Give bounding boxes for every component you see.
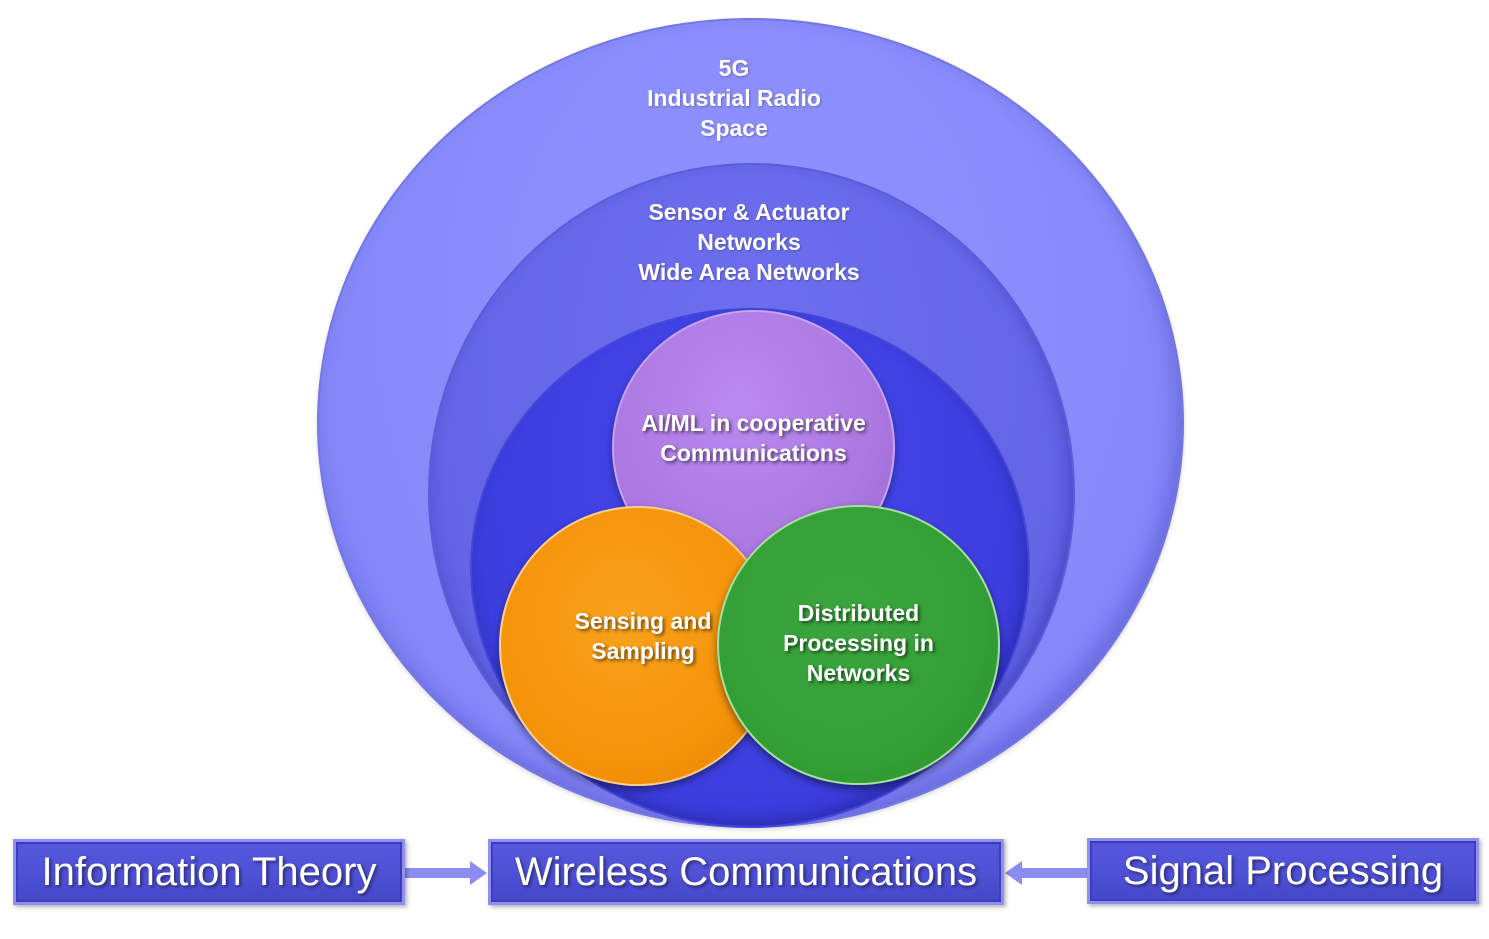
distributed-label-line: Distributed xyxy=(797,599,920,626)
distributed-processing-circle: Distributed Processing in Networks xyxy=(717,505,1000,785)
arrow-signal-to-wireless xyxy=(1005,861,1087,885)
signal-processing-label: Signal Processing xyxy=(1122,849,1444,893)
middle-label-line: Networks xyxy=(697,229,801,255)
sensing-label-line: Sensing and xyxy=(574,608,712,634)
outer-label-line: 5G xyxy=(718,55,750,81)
middle-label-line: Sensor & Actuator xyxy=(648,199,850,225)
arrow-info-to-wireless xyxy=(405,861,487,885)
signal-processing-box: Signal Processing xyxy=(1087,838,1479,904)
wireless-communications-label: Wireless Communications xyxy=(514,850,978,894)
distributed-label: Distributed Processing in Networks xyxy=(783,598,934,693)
sensing-label-line: Sampling xyxy=(591,638,695,664)
outer-circle-label: 5G Industrial Radio Space xyxy=(584,53,884,143)
sensing-sampling-circle: Sensing and Sampling xyxy=(499,506,777,786)
middle-label-line: Wide Area Networks xyxy=(638,259,860,285)
information-theory-label: Information Theory xyxy=(41,850,377,894)
ai-label-line: AI/ML in cooperative xyxy=(641,409,866,436)
middle-circle-label: Sensor & Actuator Networks Wide Area Net… xyxy=(599,197,899,287)
wireless-communications-box: Wireless Communications xyxy=(488,839,1004,905)
distributed-label-line: Networks xyxy=(806,659,911,686)
ai-ml-label: AI/ML in cooperative Communications xyxy=(641,408,866,488)
information-theory-box: Information Theory xyxy=(13,839,405,905)
outer-label-line: Industrial Radio xyxy=(647,85,821,111)
sensing-label: Sensing and Sampling xyxy=(565,606,712,686)
outer-label-line: Space xyxy=(700,115,768,141)
distributed-label-line: Processing in xyxy=(783,629,934,656)
ai-label-line: Communications xyxy=(660,439,847,466)
